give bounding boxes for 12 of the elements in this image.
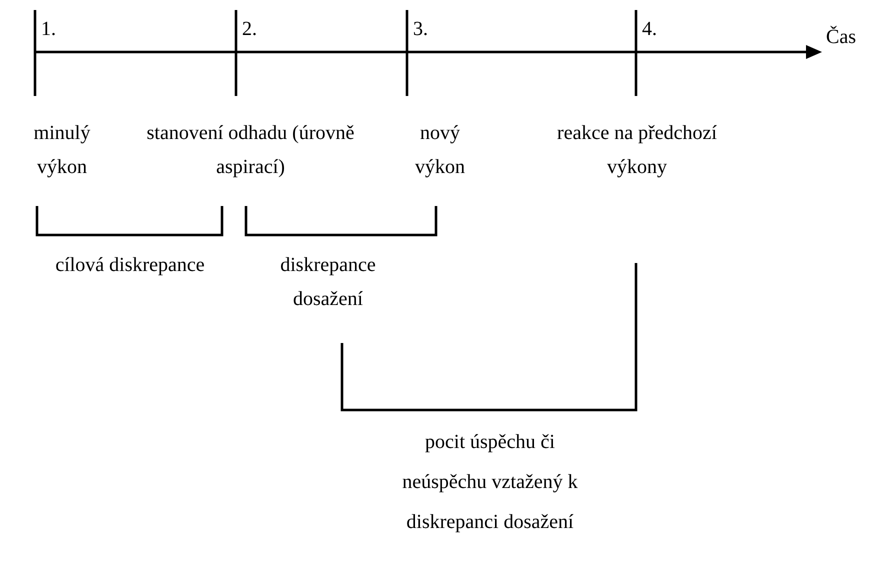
- event-label: stanovení odhadu (úrovně aspirací): [146, 121, 356, 180]
- tick-label: 3.: [413, 18, 429, 40]
- event-label: reakce na předchozí výkony: [556, 121, 718, 180]
- axis-label: Čas: [826, 26, 857, 48]
- tick-label: 4.: [642, 18, 658, 40]
- bracket-label: pocit úspěchu či neúspěchu vztažený k diskrepanci dosažení: [401, 430, 579, 535]
- bracket-label: diskrepance dosažení: [279, 253, 377, 312]
- event-label: minulý výkon: [32, 121, 92, 180]
- bracket-label: cílová diskrepance: [54, 253, 206, 278]
- tick-label: 2.: [242, 18, 258, 40]
- tick-label: 1.: [41, 18, 57, 40]
- event-label: nový výkon: [414, 121, 466, 180]
